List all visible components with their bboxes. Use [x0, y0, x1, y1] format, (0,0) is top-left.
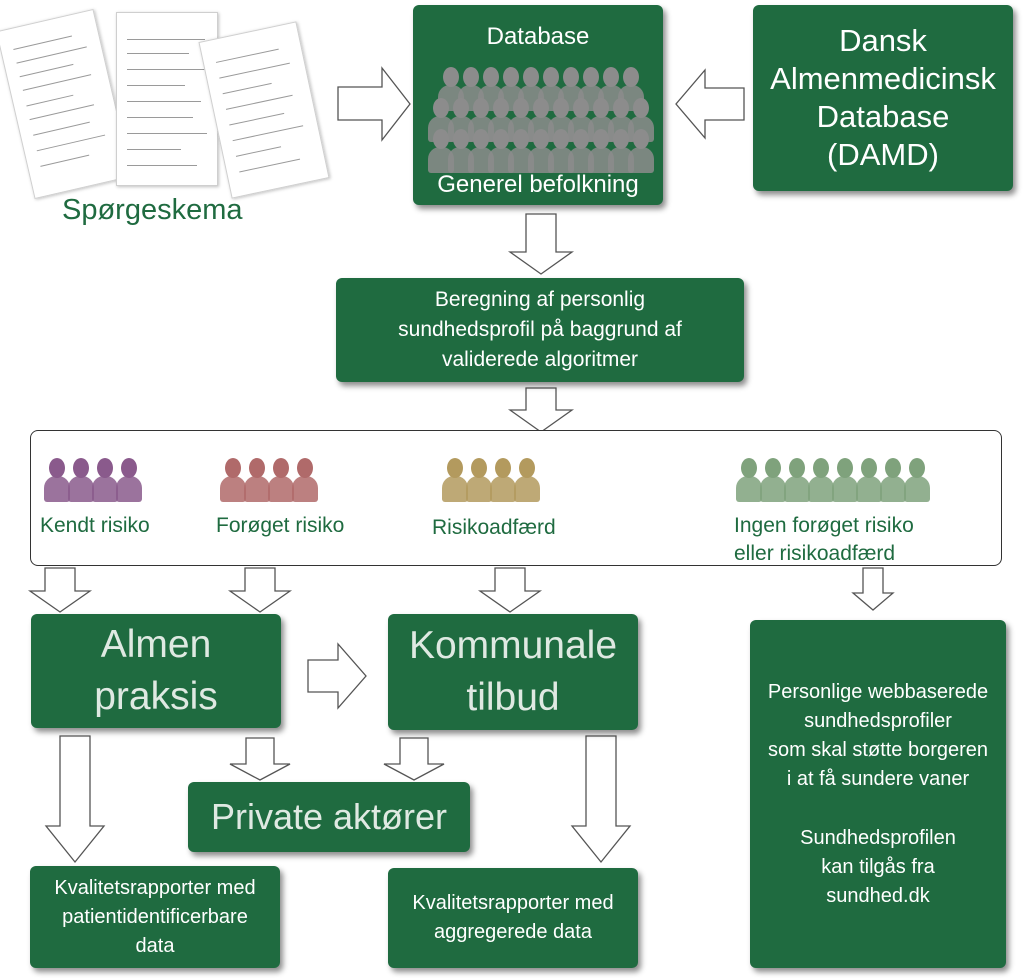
calculation-line: Beregning af personlig: [434, 288, 646, 311]
risk-group-person: [220, 458, 246, 504]
risk-group-person: [116, 458, 142, 504]
quality-report-patient-line: data: [135, 934, 175, 957]
kommunale-tilbud-box: Kommunale tilbud: [388, 614, 638, 730]
database-box: Database Generel befolkning: [413, 5, 663, 205]
risk-group-person: [856, 458, 882, 504]
database-title: Database: [486, 23, 590, 50]
arrow-almen-to-report: [44, 735, 106, 864]
risk-group-person: [784, 458, 810, 504]
web-profiles-line: som skal støtte borgeren: [767, 738, 989, 761]
risk-group-person: [268, 458, 294, 504]
arrow-questionnaire-to-database: [337, 66, 411, 142]
risk-group-person: [736, 458, 762, 504]
risk-group-person: [44, 458, 70, 504]
risk-group-person: [68, 458, 94, 504]
quality-report-aggregate-line: Kvalitetsrapporter med: [412, 892, 614, 914]
web-profiles-box: Personlige webbaserede sundhedsprofiler …: [750, 620, 1006, 968]
private-aktorer-box: Private aktører: [188, 782, 470, 852]
kommunale-tilbud-line: Kommunale: [408, 624, 618, 667]
risk-group-kendt-people: [44, 458, 174, 518]
arrow-ingen-down: [851, 567, 895, 611]
risk-group-person: [466, 458, 492, 504]
risk-group-foroget-people: [220, 458, 350, 518]
risk-group-person: [832, 458, 858, 504]
damd-line: Dansk: [839, 23, 927, 58]
arrow-damd-to-database: [675, 68, 745, 140]
risk-group-risikoadfaerd-label: Risikoadfærd: [432, 516, 556, 539]
risk-group-person: [904, 458, 930, 504]
web-profiles-line: kan tilgås fra: [821, 855, 935, 878]
arrow-database-to-calculation: [507, 213, 575, 275]
web-profiles-line: sundhedsprofiler: [804, 709, 952, 732]
risk-group-foroget-label: Forøget risiko: [216, 514, 345, 537]
damd-box: Dansk Almenmedicinsk Database (DAMD): [753, 5, 1013, 191]
arrow-kendt-down: [27, 567, 93, 613]
database-person: [628, 129, 654, 175]
risk-group-ingen-people: [736, 458, 956, 518]
private-aktorer-label: Private aktører: [210, 796, 448, 837]
web-profiles-line: Sundhedsprofilen: [800, 826, 956, 849]
calculation-box: Beregning af personlig sundhedsprofil på…: [336, 278, 744, 382]
arrow-kommunale-to-report: [570, 735, 632, 864]
kommunale-tilbud-line: tilbud: [466, 676, 560, 719]
web-profiles-line: i at få sundere vaner: [786, 767, 970, 790]
damd-line: Almenmedicinsk: [770, 61, 996, 96]
risk-group-person: [292, 458, 318, 504]
damd-line: (DAMD): [827, 137, 939, 172]
risk-group-person: [490, 458, 516, 504]
risk-group-person: [760, 458, 786, 504]
questionnaire-label: Spørgeskema: [62, 194, 243, 226]
risk-group-person: [442, 458, 468, 504]
risk-group-person: [880, 458, 906, 504]
arrow-kommunale-to-private: [383, 737, 445, 781]
risk-group-kendt-label: Kendt risiko: [40, 514, 150, 537]
arrow-almen-to-kommunale: [307, 642, 367, 710]
calculation-line: validerede algoritmer: [441, 348, 639, 371]
quality-report-aggregate-box: Kvalitetsrapporter med aggregerede data: [388, 868, 638, 968]
arrow-risikoadfaerd-down: [477, 567, 543, 613]
risk-group-ingen-line: Ingen forøget risiko: [734, 514, 914, 537]
almen-praksis-line: praksis: [94, 675, 218, 718]
risk-group-person: [92, 458, 118, 504]
database-subtitle: Generel befolkning: [437, 171, 639, 198]
calculation-line: sundhedsprofil på baggrund af: [398, 318, 682, 341]
arrow-almen-to-private: [229, 737, 291, 781]
quality-report-aggregate-line: aggregerede data: [434, 921, 592, 943]
risk-group-person: [244, 458, 270, 504]
almen-praksis-line: Almen: [100, 623, 212, 666]
arrow-calculation-to-groups: [507, 387, 575, 433]
database-people-grid: [428, 67, 654, 175]
almen-praksis-box: Almen praksis: [31, 614, 281, 728]
questionnaire-page-2: [116, 12, 218, 186]
risk-group-ingen-label: Ingen forøget risiko eller risikoadfærd: [734, 512, 914, 568]
quality-report-patient-box: Kvalitetsrapporter med patientidentifice…: [30, 866, 280, 968]
risk-group-ingen-line: eller risikoadfærd: [734, 542, 896, 565]
web-profiles-line: Personlige webbaserede: [767, 680, 989, 703]
risk-group-risikoadfaerd-people: [442, 458, 572, 518]
arrow-foroget-down: [227, 567, 293, 613]
quality-report-patient-line: patientidentificerbare: [62, 905, 248, 928]
database-person: [448, 129, 474, 175]
risk-group-person: [808, 458, 834, 504]
damd-line: Database: [816, 99, 950, 134]
quality-report-patient-line: Kvalitetsrapporter med: [54, 876, 256, 899]
risk-group-person: [514, 458, 540, 504]
web-profiles-line: sundhed.dk: [826, 884, 930, 907]
